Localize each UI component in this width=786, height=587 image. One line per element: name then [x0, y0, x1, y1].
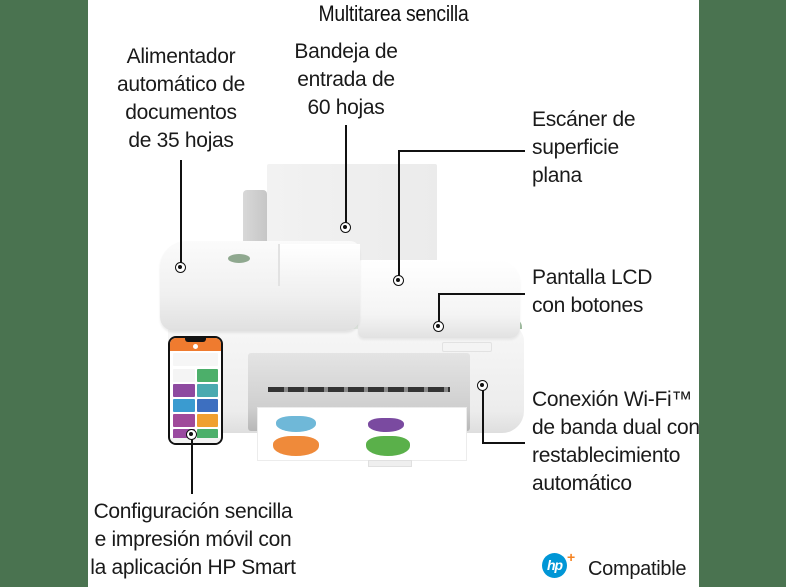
- hp-logo-icon: [228, 254, 250, 263]
- callout-dot-scanner: [393, 275, 404, 286]
- app-tile: [196, 384, 218, 397]
- printed-page: [257, 407, 467, 461]
- callout-input-tray-label: Bandeja de entrada de 60 hojas: [294, 40, 398, 119]
- callout-line-adf: [180, 160, 182, 267]
- print-graphic: [366, 436, 410, 456]
- callout-line-scanner-v: [398, 150, 400, 280]
- print-graphic: [368, 418, 404, 432]
- app-tile: [173, 369, 195, 382]
- app-tile: [196, 414, 218, 427]
- compatible-label: Compatible: [588, 558, 687, 580]
- front-plate: [442, 342, 492, 352]
- adf-input-slot: [278, 244, 360, 286]
- hp-smart-app-screen: [170, 338, 221, 443]
- callout-dot-lcd: [433, 321, 444, 332]
- right-green-bar: [699, 0, 786, 587]
- callout-scanner-label: Escáner de superficie plana: [532, 108, 636, 187]
- print-graphic: [273, 436, 319, 456]
- callout-adf-label: Alimentador automático de documentos de …: [116, 45, 246, 152]
- callout-dot-mobile: [186, 429, 197, 440]
- smartphone: [168, 336, 223, 445]
- printer-status-card: [173, 353, 218, 366]
- callout-line-wifi-h: [482, 442, 525, 444]
- callout-lcd-label: Pantalla LCD con botones: [532, 266, 653, 317]
- callout-mobile-label: Configuración sencilla e impresión móvil…: [90, 500, 296, 579]
- hp-plus-icon: +: [567, 549, 576, 565]
- callout-line-lcd-h: [438, 293, 525, 295]
- callout-line-mobile: [191, 434, 193, 494]
- callout-line-lcd-v: [438, 293, 440, 326]
- hp-logo-icon: hp: [542, 553, 567, 578]
- app-hp-logo-icon: [193, 344, 198, 349]
- app-tile: [196, 399, 218, 412]
- app-nav-bar: [170, 438, 221, 443]
- callout-line-wifi-v: [482, 386, 484, 443]
- app-tile: [173, 399, 195, 412]
- print-graphic: [276, 416, 316, 432]
- callout-line-input-tray: [345, 125, 347, 227]
- callout-dot-wifi: [477, 380, 488, 391]
- app-tile: [173, 414, 195, 427]
- left-green-bar: [0, 0, 88, 587]
- callout-wifi-label: Conexión Wi-Fi™ de banda dual con restab…: [532, 388, 699, 495]
- callout-line-scanner-h: [398, 150, 525, 152]
- app-tile: [196, 369, 218, 382]
- paper-rollers: [268, 387, 450, 392]
- app-header: [170, 338, 221, 351]
- page-title: Multitarea sencilla: [318, 1, 469, 26]
- output-tray-extender: [368, 460, 412, 467]
- callout-dot-input-tray: [340, 222, 351, 233]
- callout-dot-adf: [175, 262, 186, 273]
- phone-notch: [185, 338, 206, 342]
- app-tile: [173, 384, 195, 397]
